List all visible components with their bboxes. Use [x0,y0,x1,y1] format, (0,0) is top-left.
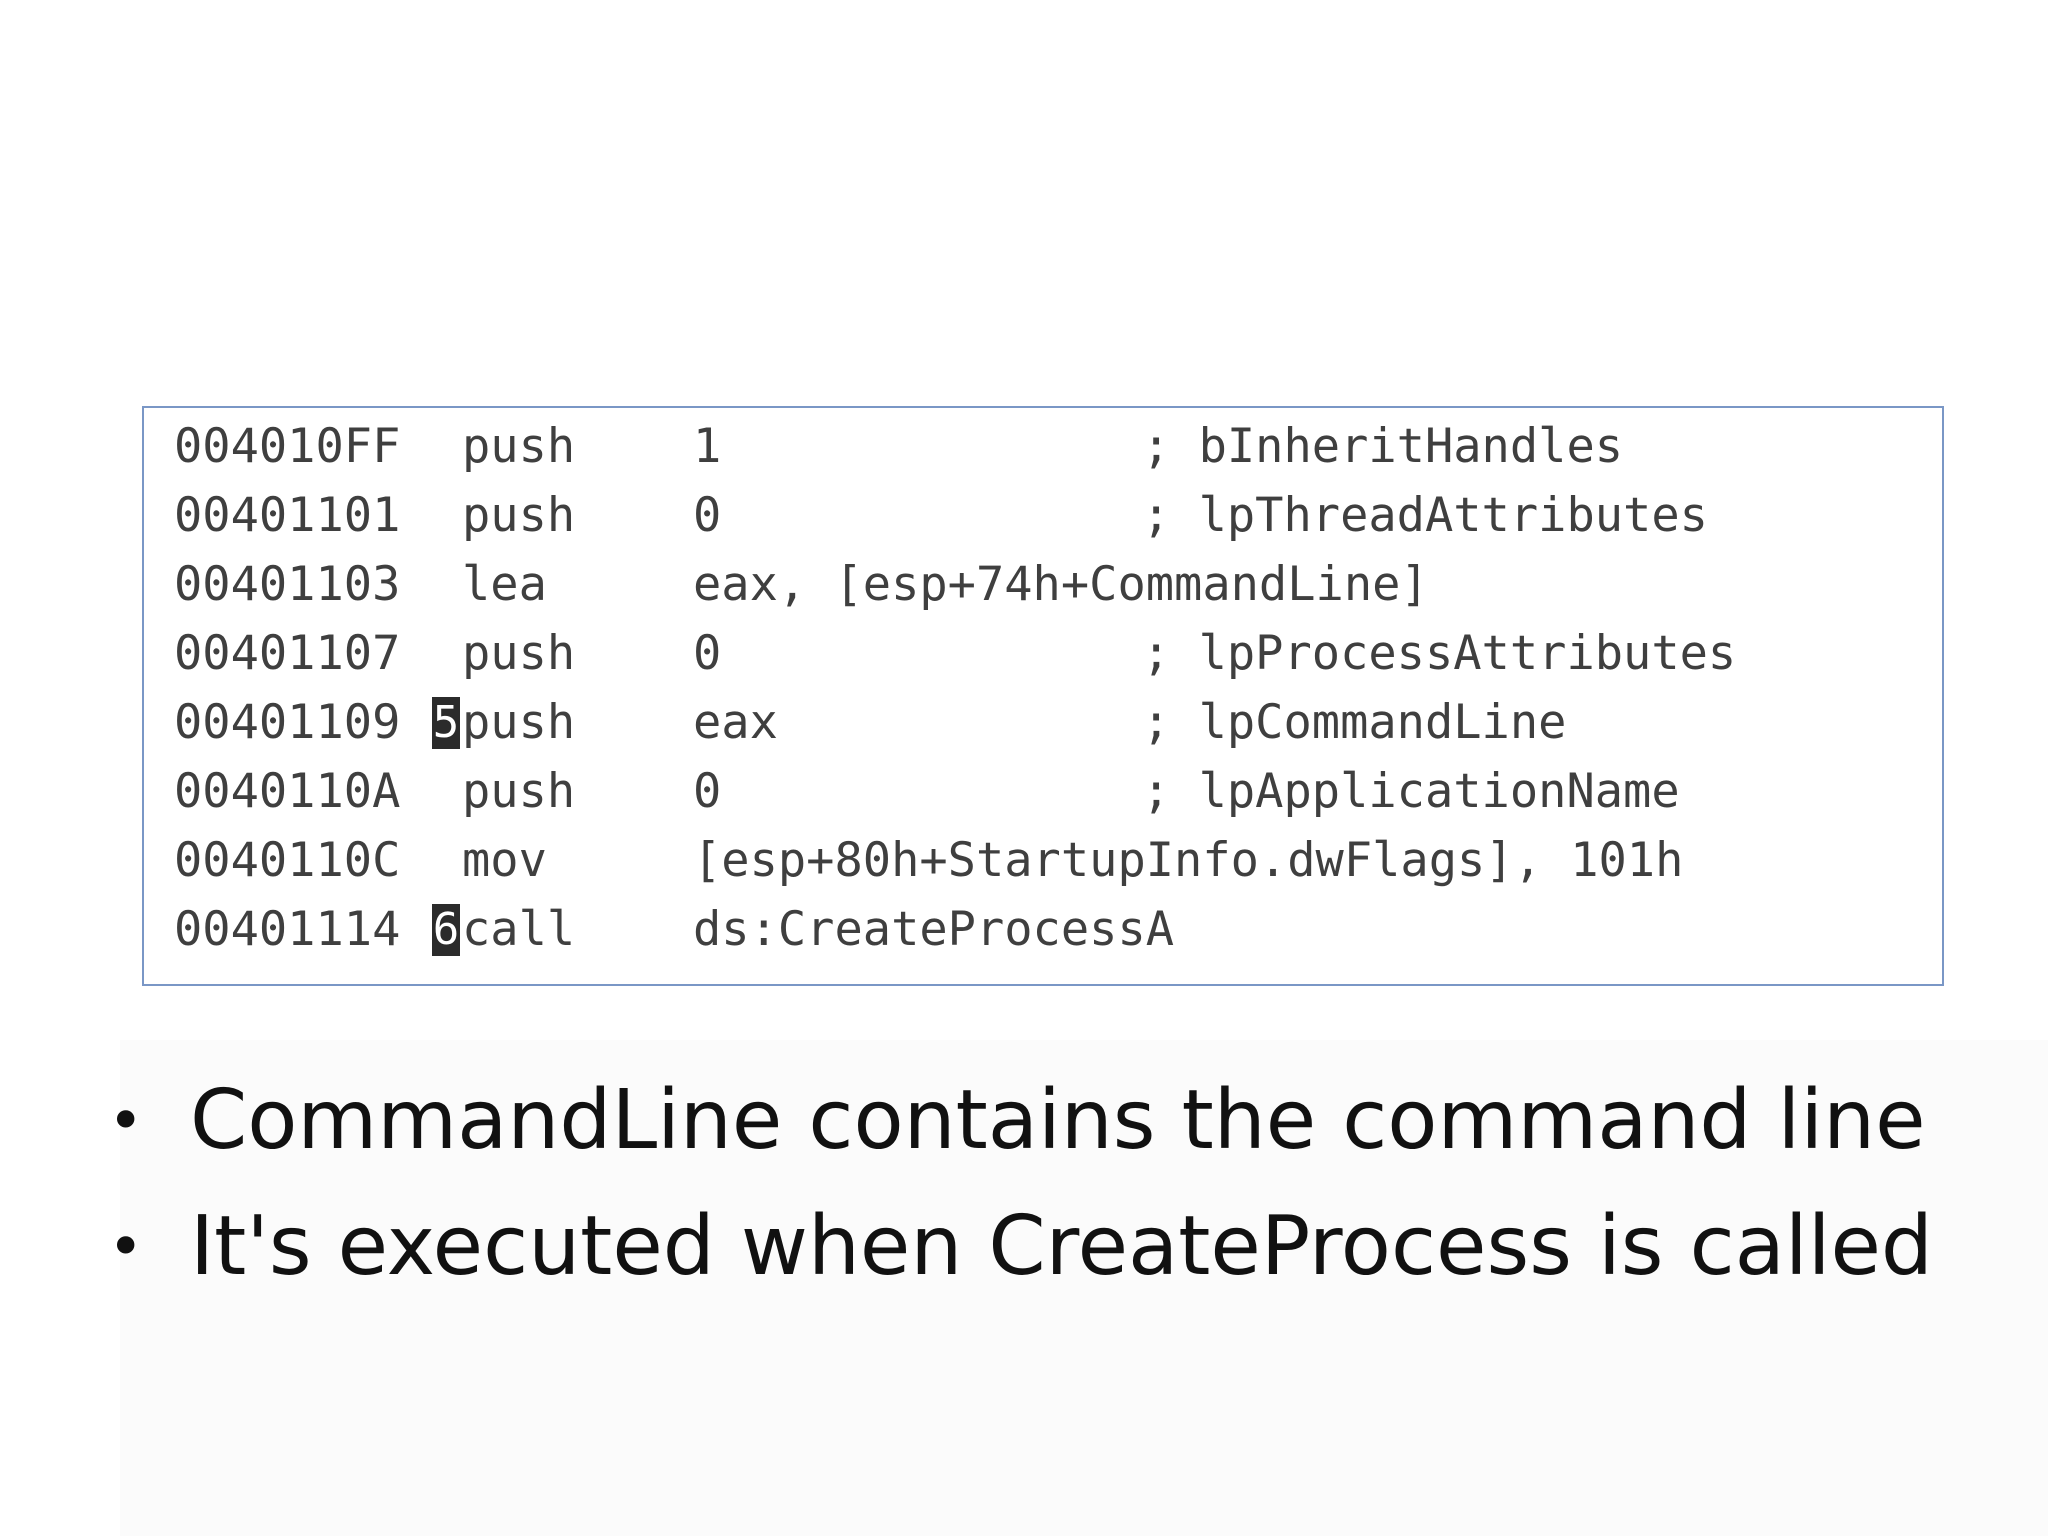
code-line: 0040110C mov [esp+80h+StartupInfo.dwFlag… [174,826,1683,895]
code-address: 004010FF [174,419,401,474]
code-address: 00401109 [174,695,401,750]
code-line: 00401103 lea eax, [esp+74h+CommandLine] [174,550,1429,619]
code-operands: 0 [693,488,722,543]
disassembly-listing: 004010FF push 1 ; bInheritHandles 004011… [142,406,1944,986]
bullet-item: • CommandLine contains the command line [108,1058,2008,1184]
code-line: 0040110A push 0 ; lpApplicationName [174,757,1680,826]
bullet-item: • It's executed when CreateProcess is ca… [108,1184,2008,1310]
code-operands: 0 [693,626,722,681]
bullet-dot-icon: • [108,1086,144,1156]
code-mnemonic: lea [462,557,547,612]
code-operands: 0 [693,764,722,819]
code-address: 00401114 [174,902,401,957]
step-marker-badge: 5 [432,697,460,749]
code-address: 00401103 [174,557,401,612]
code-operands: eax [693,695,778,750]
code-mnemonic: push [462,488,576,543]
code-line: 004010FF push 1 ; bInheritHandles [174,412,1623,481]
code-address: 0040110A [174,764,401,819]
bullet-list: • CommandLine contains the command line … [108,1058,2008,1310]
code-address: 00401107 [174,626,401,681]
code-comment: ; lpApplicationName [1142,764,1680,819]
code-mnemonic: push [462,626,576,681]
code-comment: ; lpProcessAttributes [1142,626,1737,681]
code-operands: [esp+80h+StartupInfo.dwFlags], 101h [693,833,1684,888]
code-mnemonic: push [462,695,576,750]
code-address: 00401101 [174,488,401,543]
code-comment: ; lpCommandLine [1142,695,1567,750]
code-mnemonic: push [462,764,576,819]
code-line: 00401114 6 call ds:CreateProcessA [174,895,1174,964]
code-line: 00401107 push 0 ; lpProcessAttributes [174,619,1736,688]
bullet-text: CommandLine contains the command line [190,1073,1926,1168]
lower-background-panel [120,1040,2048,1536]
code-comment: ; bInheritHandles [1142,419,1624,474]
code-line: 00401109 5 push eax ; lpCommandLine [174,688,1566,757]
code-mnemonic: call [462,902,576,957]
code-mnemonic: mov [462,833,547,888]
code-address: 0040110C [174,833,401,888]
bullet-dot-icon: • [108,1212,144,1282]
code-comment: ; lpThreadAttributes [1142,488,1708,543]
code-operands: ds:CreateProcessA [693,902,1175,957]
code-line: 00401101 push 0 ; lpThreadAttributes [174,481,1708,550]
bullet-text: It's executed when CreateProcess is call… [190,1199,1933,1294]
code-operands: eax, [esp+74h+CommandLine] [693,557,1429,612]
code-operands: 1 [693,419,722,474]
step-marker-badge: 6 [432,904,460,956]
code-mnemonic: push [462,419,576,474]
